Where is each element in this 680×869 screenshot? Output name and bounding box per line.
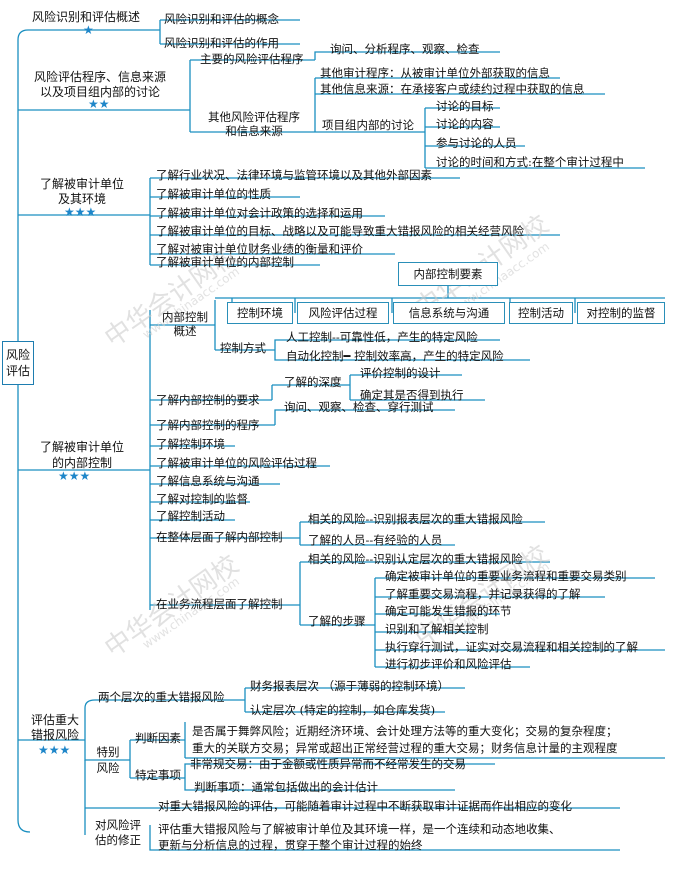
entity-level-people: 了解的人员--有经验的人员 [308, 533, 443, 547]
ic-requirements: 了解内部控制的要求 [156, 393, 260, 407]
importance-stars: ★★★ [64, 205, 97, 219]
section-title-entity: 及其环境 [57, 192, 106, 206]
importance-stars: ★★★ [58, 469, 91, 483]
section-title-internal-control: 的内部控制 [51, 456, 112, 470]
main-procedures-detail: 询问、分析程序、观察、检查 [330, 42, 480, 56]
nonroutine-transactions: 非常规交易：由于金额或性质异常而不经常发生的交易 [190, 757, 466, 771]
two-levels: 两个层次的重大错报风险 [98, 690, 225, 704]
revision-item: 对重大错报风险的评估，可能随着审计过程中不断获取审计证据而作出相应的变化 [158, 799, 572, 813]
step-item: 进行初步评价和风险评估 [385, 657, 512, 671]
factors-line: 是否属于舞弊风险；近期经济环境、会计处理方法等的重大变化；交易的复杂程度； [192, 724, 618, 738]
importance-stars: ★ [83, 23, 94, 37]
judgment-factors: 判断因素 [135, 731, 181, 745]
entity-level-risk: 相关的风险--识别报表层次的重大错报风险 [308, 512, 523, 526]
step-item: 识别和了解相关控制 [385, 622, 489, 636]
step-item: 了解重要交易流程，并记录获得的了解 [385, 587, 581, 601]
entity-item: 了解被审计单位对会计政策的选择和运用 [156, 206, 363, 220]
importance-stars: ★★ [88, 97, 110, 111]
special-risk: 特别 [96, 745, 120, 759]
ic-element: 信息系统与沟通 [393, 302, 505, 324]
step-item: 确定被审计单位的重要业务流程和重要交易类别 [385, 569, 627, 583]
ic-list-item: 了解控制活动 [156, 509, 225, 523]
overview-item: 风险识别和评估的概念 [164, 12, 279, 26]
assertion-level: 认定层次 (特定的控制，如仓库发货) [250, 703, 436, 717]
specific-matters: 特定事项 [135, 768, 181, 782]
ic-element: 控制活动 [509, 302, 573, 324]
ic-element: 对控制的监督 [577, 302, 665, 324]
section-title-procedures: 以及项目组内部的讨论 [39, 85, 160, 99]
main-procedures: 主要的风险评估程序 [200, 52, 304, 66]
fs-level: 财务报表层次 （源于薄弱的控制环境） [250, 679, 450, 693]
entity-item: 了解被审计单位的内部控制 [156, 255, 294, 269]
section-title-overview: 风险识别和评估概述 [32, 10, 141, 24]
manual-control: 人工控制--可靠性低，产生的特定风险 [286, 330, 478, 344]
ic-list-item: 了解对控制的监督 [156, 492, 248, 506]
ic-list-item: 了解信息系统与沟通 [156, 474, 260, 488]
overview-item: 风险识别和评估的作用 [164, 36, 279, 50]
entity-item: 了解对被审计单位财务业绩的衡量和评价 [156, 242, 363, 256]
other-procedures-label: 其他风险评估程序 [208, 110, 300, 124]
special-risk: 风险 [96, 761, 120, 775]
ic-procedures-detail: 询问、观察、检查、穿行测试 [284, 400, 434, 414]
revision-item: 评估重大错报风险与了解被审计单位及其环境一样，是一个连续和动态地收集、 [158, 822, 561, 836]
ic-element: 控制环境 [227, 302, 293, 324]
importance-stars: ★★★ [38, 743, 71, 757]
judgmental-matters: 判断事项：通常包括做出的会计估计 [194, 780, 378, 794]
entity-item: 了解被审计单位的目标、战略以及可能导致重大错报风险的相关经营风险 [156, 224, 524, 238]
root-node: 风险评估 [2, 341, 34, 385]
ic-element: 风险评估过程 [297, 302, 389, 324]
ic-elements-title: 内部控制要素 [398, 262, 498, 286]
section-title-procedures: 风险评估程序、信息来源 [33, 70, 166, 84]
revision-item: 更新与分析信息的过程，贯穿于整个审计过程的始终 [158, 838, 423, 852]
process-level: 在业务流程层面了解控制 [156, 597, 283, 611]
section-title-entity: 了解被审计单位 [39, 177, 124, 191]
steps-label: 了解的步骤 [308, 614, 366, 628]
other-audit-procedures: 其他审计程序：从被审计单位外部获取的信息 [320, 66, 550, 80]
section-title-assess: 评估重大 [30, 713, 79, 727]
entity-item: 了解被审计单位的性质 [156, 187, 271, 201]
step-item: 执行穿行测试，证实对交易流程和相关控制的了解 [385, 640, 638, 654]
ic-list-item: 了解控制环境 [156, 437, 225, 451]
process-level-risk: 相关的风险--识别认定层次的重大错报风险 [308, 552, 523, 566]
factors-line: 重大的关联方交易；异常或超出正常经营过程的重大交易；财务信息计量的主观程度 [192, 741, 618, 755]
ic-overview: 内部控制 [162, 310, 208, 324]
control-methods: 控制方式 [220, 341, 266, 355]
discussion-item: 参与讨论的人员 [436, 136, 517, 150]
team-discussion: 项目组内部的讨论 [322, 118, 414, 132]
other-procedures-label: 和信息来源 [225, 124, 283, 138]
ic-list-item: 了解被审计单位的风险评估过程 [156, 456, 317, 470]
depth-item: 评价控制的设计 [360, 366, 441, 380]
section-title-internal-control: 了解被审计单位 [39, 440, 124, 454]
entity-item: 了解行业状况、法律环境与监管环境以及其他外部因素 [156, 168, 432, 182]
understanding-depth: 了解的深度 [284, 375, 342, 389]
revision: 估的修正 [95, 833, 141, 847]
ic-overview: 概述 [173, 324, 197, 338]
revision: 对风险评 [95, 818, 141, 832]
discussion-item: 讨论的目标 [436, 99, 494, 113]
automated-control: 自动化控制━ 控制效率高，产生的特定风险 [286, 349, 504, 363]
step-item: 确定可能发生错报的环节 [385, 604, 512, 618]
discussion-item: 讨论的时间和方式:在整个审计过程中 [436, 155, 624, 169]
ic-procedures: 了解内部控制的程序 [156, 418, 260, 432]
entity-level: 在整体层面了解内部控制 [156, 530, 283, 544]
discussion-item: 讨论的内容 [436, 117, 494, 131]
other-info-sources: 其他信息来源：在承接客户或续约过程中获取的信息 [320, 82, 585, 96]
section-title-assess: 错报风险 [30, 728, 79, 742]
depth-item: 确定其是否得到执行 [360, 388, 464, 402]
